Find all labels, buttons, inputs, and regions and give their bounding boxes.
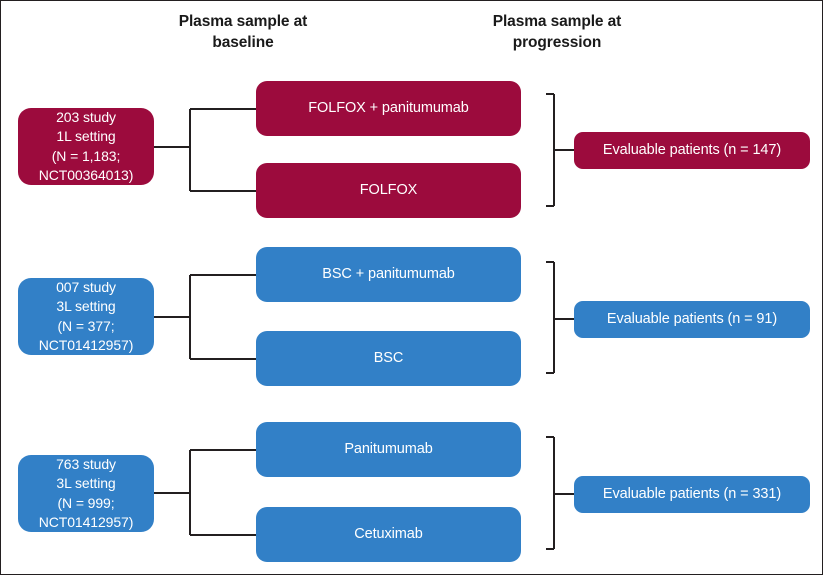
- outcome-node-evaluable-91[interactable]: Evaluable patients (n = 91): [574, 301, 810, 338]
- outcome-label: Evaluable patients (n = 147): [602, 141, 782, 158]
- gather-bracket-row-007: [546, 261, 574, 374]
- study-node-007[interactable]: 007 study 3L setting (N = 377; NCT014129…: [18, 278, 154, 355]
- outcome-node-evaluable-147[interactable]: Evaluable patients (n = 147): [574, 132, 810, 169]
- treatment-node-folfox[interactable]: FOLFOX: [256, 163, 521, 218]
- study-763-line4: NCT01412957): [38, 513, 134, 530]
- split-bracket-row-203: [154, 108, 256, 192]
- study-007-line1: 007 study: [56, 279, 116, 296]
- treatment-label: FOLFOX + panitumumab: [308, 99, 469, 116]
- study-203-line4: NCT00364013): [38, 166, 134, 183]
- study-763-line2: 3L setting: [56, 475, 116, 492]
- column-header-progression: Plasma sample at progression: [433, 12, 681, 53]
- study-node-763[interactable]: 763 study 3L setting (N = 999; NCT014129…: [18, 455, 154, 532]
- treatment-label: FOLFOX: [359, 181, 418, 198]
- treatment-label: Panitumumab: [344, 440, 433, 457]
- treatment-label: BSC + panitumumab: [322, 265, 455, 282]
- study-007-line3: (N = 377;: [57, 317, 115, 334]
- treatment-label: Cetuximab: [354, 525, 423, 542]
- column-header-baseline-line1: Plasma sample at: [178, 13, 308, 30]
- study-203-line1: 203 study: [56, 109, 116, 126]
- study-763-line3: (N = 999;: [57, 494, 115, 511]
- study-203-line2: 1L setting: [56, 128, 116, 145]
- study-007-line4: NCT01412957): [38, 336, 134, 353]
- treatment-node-bsc[interactable]: BSC: [256, 331, 521, 386]
- column-header-baseline: Plasma sample at baseline: [119, 12, 367, 53]
- treatment-label: BSC: [373, 349, 404, 366]
- treatment-node-folfox-panitumumab[interactable]: FOLFOX + panitumumab: [256, 81, 521, 136]
- split-bracket-row-763: [154, 449, 256, 536]
- treatment-node-panitumumab[interactable]: Panitumumab: [256, 422, 521, 477]
- outcome-node-evaluable-331[interactable]: Evaluable patients (n = 331): [574, 476, 810, 513]
- outcome-label: Evaluable patients (n = 331): [602, 485, 782, 502]
- study-node-203[interactable]: 203 study 1L setting (N = 1,183; NCT0036…: [18, 108, 154, 185]
- treatment-node-cetuximab[interactable]: Cetuximab: [256, 507, 521, 562]
- study-763-line1: 763 study: [56, 456, 116, 473]
- gather-bracket-row-763: [546, 436, 574, 550]
- outcome-label: Evaluable patients (n = 91): [606, 310, 778, 327]
- study-203-line3: (N = 1,183;: [51, 147, 121, 164]
- column-header-progression-line2: progression: [512, 33, 602, 51]
- study-007-line2: 3L setting: [56, 298, 116, 315]
- column-header-baseline-line2: baseline: [212, 33, 274, 51]
- split-bracket-row-007: [154, 274, 256, 360]
- column-header-progression-line1: Plasma sample at: [492, 13, 622, 30]
- treatment-node-bsc-panitumumab[interactable]: BSC + panitumumab: [256, 247, 521, 302]
- gather-bracket-row-203: [546, 93, 574, 207]
